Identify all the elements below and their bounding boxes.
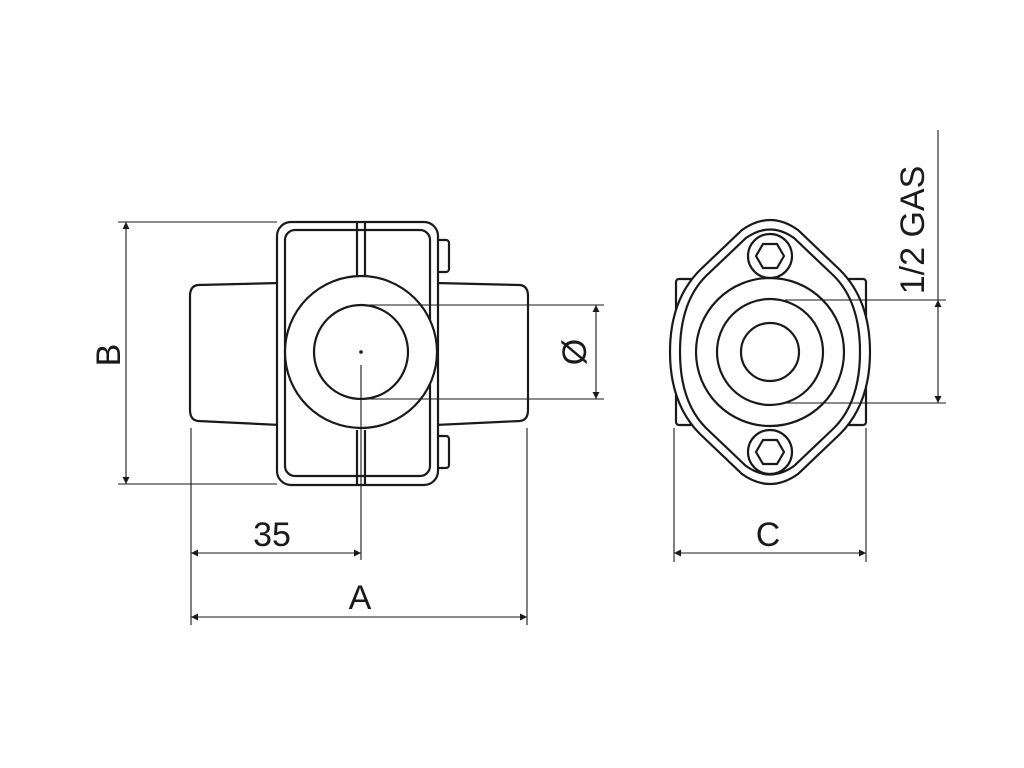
dimension-lines <box>118 130 946 625</box>
label-35: 35 <box>253 516 291 554</box>
side-middle-ring <box>715 297 825 407</box>
label-b: B <box>90 344 128 367</box>
label-thread: 1/2 GAS <box>894 166 932 295</box>
label-c: C <box>756 516 781 554</box>
right-pipe-boss <box>434 281 530 427</box>
left-pipe-boss <box>188 281 282 427</box>
label-a: A <box>349 579 372 617</box>
dimension-labels: B 35 A Ø C 1/2 GAS <box>90 166 932 617</box>
side-bore <box>739 321 801 383</box>
diamond-flange-inner <box>678 228 862 476</box>
front-view <box>188 220 530 487</box>
center-dot <box>359 350 363 354</box>
top-hex-nut-icon <box>754 242 786 270</box>
bottom-hex-nut-icon <box>754 438 786 466</box>
label-diameter: Ø <box>556 339 594 365</box>
side-view <box>668 219 872 485</box>
